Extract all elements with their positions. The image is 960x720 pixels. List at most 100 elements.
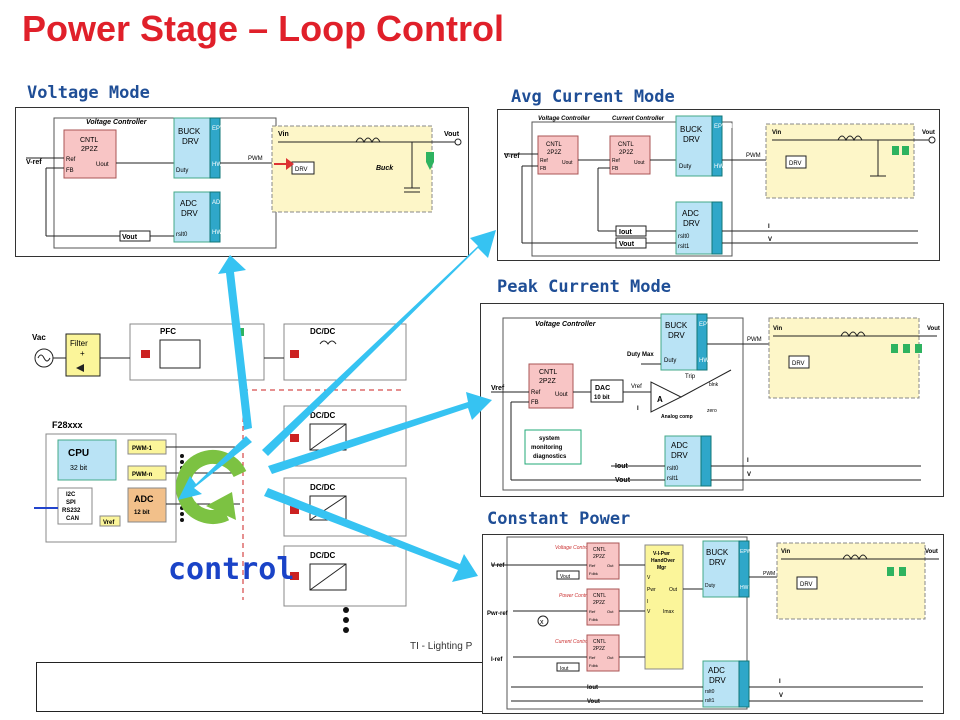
svg-text:Mgr: Mgr xyxy=(657,565,666,571)
svg-text:Voltage Controller: Voltage Controller xyxy=(535,321,597,328)
svg-text:Duty: Duty xyxy=(664,358,676,364)
svg-text:DRV: DRV xyxy=(668,331,685,340)
svg-text:Vin: Vin xyxy=(781,549,791,555)
svg-text:2P2Z: 2P2Z xyxy=(593,554,605,560)
svg-text:Vout: Vout xyxy=(587,699,600,705)
svg-text:+: + xyxy=(80,349,85,358)
svg-text:Buck: Buck xyxy=(376,165,394,172)
svg-text:Uout: Uout xyxy=(562,160,573,166)
svg-text:Duty: Duty xyxy=(176,168,188,174)
svg-text:BUCK: BUCK xyxy=(706,548,729,557)
svg-text:DRV: DRV xyxy=(789,161,802,167)
svg-text:V-ref: V-ref xyxy=(504,153,520,160)
svg-text:Iout: Iout xyxy=(560,666,569,672)
arrow-to-constant-power xyxy=(264,488,478,582)
svg-text:Voltage Controller: Voltage Controller xyxy=(538,116,590,122)
svg-text:V: V xyxy=(768,237,772,243)
svg-text:DAC: DAC xyxy=(595,385,610,392)
svg-text:PWM: PWM xyxy=(763,571,775,577)
section-peak-current-mode: Peak Current Mode xyxy=(497,277,671,297)
svg-text:Uout: Uout xyxy=(555,392,568,398)
svg-text:Vref: Vref xyxy=(491,385,505,392)
svg-text:Vout: Vout xyxy=(560,574,571,580)
svg-text:DRV: DRV xyxy=(181,209,198,218)
svg-text:ADC: ADC xyxy=(708,666,725,675)
svg-text:Out: Out xyxy=(669,587,678,593)
svg-text:Analog comp: Analog comp xyxy=(661,414,693,420)
svg-text:I: I xyxy=(779,679,781,685)
svg-text:zero: zero xyxy=(707,408,717,414)
svg-text:Vout: Vout xyxy=(122,234,138,241)
svg-text:DRV: DRV xyxy=(792,361,805,367)
svg-text:Duty: Duty xyxy=(679,164,691,170)
svg-text:CNTL: CNTL xyxy=(593,639,606,645)
svg-text:rslt0: rslt0 xyxy=(705,689,715,695)
svg-text:I: I xyxy=(647,599,648,605)
svg-text:Vin: Vin xyxy=(278,131,289,138)
svg-text:Current Controller: Current Controller xyxy=(612,116,665,122)
svg-text:2P2Z: 2P2Z xyxy=(539,378,556,385)
svg-text:Ref: Ref xyxy=(589,563,596,568)
svg-text:DRV: DRV xyxy=(295,167,308,173)
system-diagram: Vac Filter + PFC DC/DC DC/DC DC/DC DC/DC… xyxy=(32,323,407,633)
svg-text:Vref: Vref xyxy=(631,384,642,390)
svg-text:Fdbk: Fdbk xyxy=(589,663,598,668)
svg-text:Ref: Ref xyxy=(612,158,620,164)
svg-text:HandOver: HandOver xyxy=(651,558,675,564)
svg-text:V-I-Pwr: V-I-Pwr xyxy=(653,551,670,557)
svg-text:I2C: I2C xyxy=(66,492,76,498)
svg-text:rslt1: rslt1 xyxy=(667,476,679,482)
svg-text:FB: FB xyxy=(531,400,539,406)
svg-text:EPWM: EPWM xyxy=(740,549,756,555)
svg-text:DRV: DRV xyxy=(800,582,813,588)
svg-text:PWM: PWM xyxy=(746,153,761,159)
svg-text:Vout: Vout xyxy=(927,326,940,332)
svg-text:BUCK: BUCK xyxy=(178,127,201,136)
vac-label: Vac xyxy=(32,333,46,342)
svg-text:32 bit: 32 bit xyxy=(70,465,87,472)
svg-text:Fdbk: Fdbk xyxy=(589,617,598,622)
svg-text:Ref: Ref xyxy=(66,157,76,163)
svg-text:Fdbk: Fdbk xyxy=(589,571,598,576)
svg-text:DRV: DRV xyxy=(709,676,726,685)
svg-text:FB: FB xyxy=(612,166,619,172)
svg-text:CAN: CAN xyxy=(66,516,79,522)
svg-text:I-ref: I-ref xyxy=(491,657,503,663)
svg-text:CNTL: CNTL xyxy=(618,142,634,148)
svg-text:blnk: blnk xyxy=(709,382,719,388)
svg-text:ADC: ADC xyxy=(671,441,688,450)
svg-text:Current Controller: Current Controller xyxy=(555,639,595,645)
svg-text:Pwr: Pwr xyxy=(647,587,656,593)
svg-text:Duty Max: Duty Max xyxy=(627,352,654,358)
svg-text:Iout: Iout xyxy=(587,685,598,691)
svg-text:2P2Z: 2P2Z xyxy=(593,646,605,652)
svg-text:CPU: CPU xyxy=(68,448,89,459)
footer-text: TI - Lighting P xyxy=(410,641,473,652)
arrow-to-peak-current-mode xyxy=(268,392,492,474)
svg-text:CNTL: CNTL xyxy=(593,593,606,599)
svg-text:HW: HW xyxy=(212,162,222,168)
svg-text:I: I xyxy=(768,224,770,230)
svg-text:EPWM: EPWM xyxy=(699,322,718,328)
svg-text:Iout: Iout xyxy=(619,229,632,236)
svg-text:2P2Z: 2P2Z xyxy=(619,150,634,156)
section-constant-power: Constant Power xyxy=(487,509,631,529)
svg-text:diagnostics: diagnostics xyxy=(533,454,567,460)
svg-text:Uout: Uout xyxy=(96,162,109,168)
svg-text:Vout: Vout xyxy=(619,241,635,248)
svg-text:HW: HW xyxy=(714,164,724,170)
svg-text:ADC: ADC xyxy=(180,199,197,208)
svg-text:10 bit: 10 bit xyxy=(594,395,610,401)
svg-text:SPI: SPI xyxy=(66,500,76,506)
avg-current-mode-diagram: Voltage Controller Current Controller CN… xyxy=(497,109,940,261)
svg-text:Vout: Vout xyxy=(444,131,460,138)
svg-text:DRV: DRV xyxy=(709,558,726,567)
svg-text:Out: Out xyxy=(607,563,614,568)
svg-text:HW: HW xyxy=(212,230,222,236)
svg-text:Out: Out xyxy=(607,655,614,660)
svg-text:V-ref: V-ref xyxy=(491,563,505,569)
svg-text:DRV: DRV xyxy=(683,135,700,144)
svg-text:ADC: ADC xyxy=(682,209,699,218)
svg-text:V: V xyxy=(647,609,651,615)
vm-voltage-controller-label: Voltage Controller xyxy=(86,119,148,126)
